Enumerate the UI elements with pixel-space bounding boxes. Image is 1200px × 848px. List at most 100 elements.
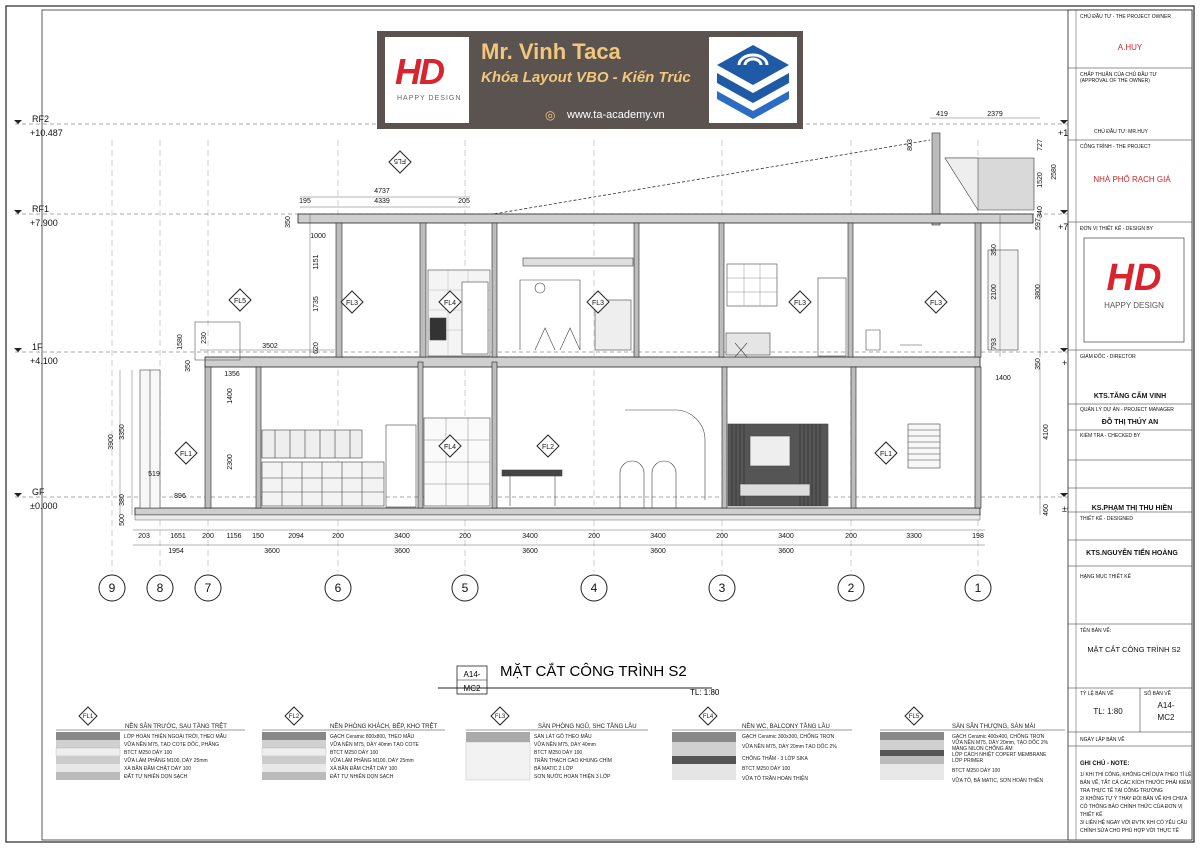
tag-fl3-a: FL3 [346, 300, 358, 307]
vdim-r-1: 2100 [991, 284, 998, 300]
dim-419: 419 [936, 111, 948, 118]
dim-2580: 2580 [1051, 164, 1058, 180]
legend-fl5: FL5 SÀN SÂN THƯỢNG, SÀN MÁI GẠCH Ceramic… [880, 706, 1065, 784]
legend-fl2: FL2 NỀN PHÒNG KHÁCH, BẾP, KHO TRỆT GẠCH … [261, 706, 445, 780]
tb-project-label: CÔNG TRÌNH - THE PROJECT [1080, 143, 1151, 150]
legend-fl2-line-2: BTCT M250 DÀY 100 [330, 749, 378, 756]
level-gf-name: GF [32, 487, 45, 497]
legend-fl3: FL3 SÀN PHÒNG NGỦ, SHC TẦNG LẦU SÀN LÁT … [465, 706, 648, 781]
banner-title: Mr. Vinh Taca [481, 39, 621, 64]
sheet-border [5, 5, 1195, 843]
tb-note-0: 1/ KHI THI CÔNG, KHÔNG CHỈ DỰA THEO TỈ L… [1080, 770, 1192, 778]
legend-fl3-line-0: SÀN LÁT GỖ THEO MẪU [534, 733, 592, 740]
tb-checked-label: KIỂM TRA - CHECKED BY [1080, 432, 1141, 439]
legend-fl1: FL1 NỀN SÂN TRƯỚC, SAU TẦNG TRỆT LỚP HOÀ… [55, 706, 245, 780]
legend-fl5-line-4: LỚP PRIMER [952, 757, 984, 764]
legend-fl1-title: NỀN SÂN TRƯỚC, SAU TẦNG TRỆT [125, 722, 227, 730]
vdim-r-0: 350 [991, 244, 998, 256]
tb-checked-value: KS.PHẠM THỊ THU HIỀN [1092, 502, 1173, 512]
legend-fl5-line-5: BTCT M250 DÀY 100 [952, 767, 1000, 774]
vdim-l-3: 1735 [313, 296, 320, 312]
tb-scale-value: TL: 1:80 [1093, 707, 1123, 716]
level-gf-elev: ±0.000 [30, 501, 57, 511]
bdim-9: 3400 [522, 533, 538, 540]
bdim2-4: 3600 [650, 548, 666, 555]
bdim2-0: 1954 [168, 548, 184, 555]
tb-owner-sign: CHỦ ĐẦU TƯ: MR.HUY [1094, 128, 1149, 135]
bdim-0: 203 [138, 533, 150, 540]
legend-fl1-line-2: BTCT M250 DÀY 100 [124, 749, 172, 756]
legend-fl3-line-2: BTCT M250 DÀY 100 [534, 749, 582, 756]
tag-fl5-balcony: FL5 [234, 298, 246, 305]
vdim-r-5: 4100 [1043, 424, 1050, 440]
bdim2-3: 3600 [522, 548, 538, 555]
grid-bubbles: 9 8 7 6 5 4 3 2 1 [98, 574, 992, 602]
legend-fl4-tag: FL4 [703, 714, 714, 720]
grid-bubble-7: 7 [205, 581, 212, 595]
bdim-14: 200 [845, 533, 857, 540]
bdim2-1: 3600 [264, 548, 280, 555]
bdim-5: 2094 [288, 533, 304, 540]
tb-drawing-value: MẶT CẮT CÔNG TRÌNH S2 [1087, 645, 1180, 654]
legend-fl2-title: NỀN PHÒNG KHÁCH, BẾP, KHO TRỆT [330, 722, 437, 730]
grid-bubble-2: 2 [848, 581, 855, 595]
vdim-l-7: 350 [185, 360, 192, 372]
legend-fl4: FL4 NỀN WC, BALCONY TẦNG LẦU GẠCH Cerami… [672, 706, 852, 782]
legend-fl1-tag: FL1 [83, 714, 94, 720]
idim-896: 896 [174, 493, 186, 500]
tb-designed-label: THIẾT KẾ - DESIGNED [1080, 515, 1133, 522]
tb-category-label: HẠNG MỤC THIẾT KẾ [1080, 573, 1132, 580]
level-rf2-name: RF2 [32, 114, 49, 124]
vdim-l-8: 1400 [227, 388, 234, 404]
bdim-7: 3400 [394, 533, 410, 540]
legend-fl5-line-3: LỚP CÁCH NHIỆT COPERT MEMBRANE [952, 750, 1047, 758]
tag-fl1-front: FL1 [180, 451, 192, 458]
inline-dimensions: 3502 1356 896 [174, 343, 335, 500]
bdim-2: 200 [202, 533, 214, 540]
vertical-dimensions-right: 350 2100 3800 793 350 4100 460 1400 597 [991, 215, 1050, 516]
legend-fl3-tag: FL3 [495, 714, 506, 720]
tb-note-3: 2/ KHÔNG TỰ Ý THAY ĐỔI BẢN VẼ KHI CHƯA [1080, 795, 1188, 802]
level-1f-elev: +4.100 [30, 356, 58, 366]
dim-340: 340 [1037, 206, 1044, 218]
tag-fl1-back: FL1 [880, 451, 892, 458]
tb-note-6: 3/ LIÊN HỆ NGAY VỚI ĐVTK KHI CÓ YÊU CẦU [1080, 818, 1188, 826]
section-code-a: A14- [464, 670, 481, 679]
vdim-l-13: 380 [119, 494, 126, 506]
bdim2-5: 3600 [778, 548, 794, 555]
legend-fl3-line-1: VỮA NỀN M75, DÀY 40mm [534, 741, 596, 748]
idim-1356: 1356 [224, 371, 240, 378]
hd-logo: HD HAPPY DESIGN [385, 37, 469, 123]
vdim-l-1: 1000 [310, 233, 326, 240]
building-section [134, 132, 1035, 521]
legend-fl4-line-4: VỮA TÔ TRẦN HOÀN THIỆN [742, 774, 808, 782]
tb-pm-label: QUẢN LÝ DỰ ÁN - PROJECT MANAGER [1080, 406, 1174, 413]
bdim-12: 200 [716, 533, 728, 540]
tb-sheet-label: SỐ BẢN VẼ [1144, 690, 1172, 697]
level-rf2-elev: +10.487 [30, 128, 63, 138]
tb-note-2: TRA THỰC TẾ TẠI CÔNG TRƯỜNG [1080, 787, 1163, 794]
vdim-r-8: 597 [1035, 218, 1042, 230]
hd-logo-caption: HAPPY DESIGN [397, 95, 462, 102]
dim-1520: 1520 [1037, 172, 1044, 188]
dim-4737: 4737 [374, 188, 390, 195]
hd-logo-mark: HD [395, 51, 445, 92]
dim-205: 205 [458, 198, 470, 205]
legend-fl2-line-4: XÀ BẦN ĐẦM CHẶT DÀY 100 [330, 765, 397, 772]
legend-fl1-line-5: ĐẤT TỰ NHIÊN DỌN SẠCH [124, 772, 188, 780]
bdim2-2: 3600 [394, 548, 410, 555]
tag-fl4-ground: FL4 [444, 444, 456, 451]
bdim-1: 1651 [170, 533, 186, 540]
title-block: CHỦ ĐẦU TƯ - THE PROJECT OWNER A.HUY CHẤ… [1067, 9, 1193, 841]
tb-scale-label: TỶ LỆ BẢN VẼ [1080, 689, 1114, 697]
tb-owner-label: CHỦ ĐẦU TƯ - THE PROJECT OWNER [1080, 13, 1171, 20]
vdim-r-6: 460 [1043, 504, 1050, 516]
vdim-l-10: 3350 [119, 424, 126, 440]
tb-note-4: CÓ THÔNG BÁO CHÍNH THỨC CỦA ĐƠN VỊ [1080, 803, 1183, 810]
legend-fl1-line-4: XÀ BẦN ĐẦM CHẶT DÀY 100 [124, 765, 191, 772]
banner-website[interactable]: www.ta-academy.vn [567, 109, 665, 121]
tb-pm-value: ĐỖ THỊ THÚY AN [1102, 417, 1158, 426]
legend-fl4-title: NỀN WC, BALCONY TẦNG LẦU [742, 723, 830, 730]
bdim-10: 200 [588, 533, 600, 540]
